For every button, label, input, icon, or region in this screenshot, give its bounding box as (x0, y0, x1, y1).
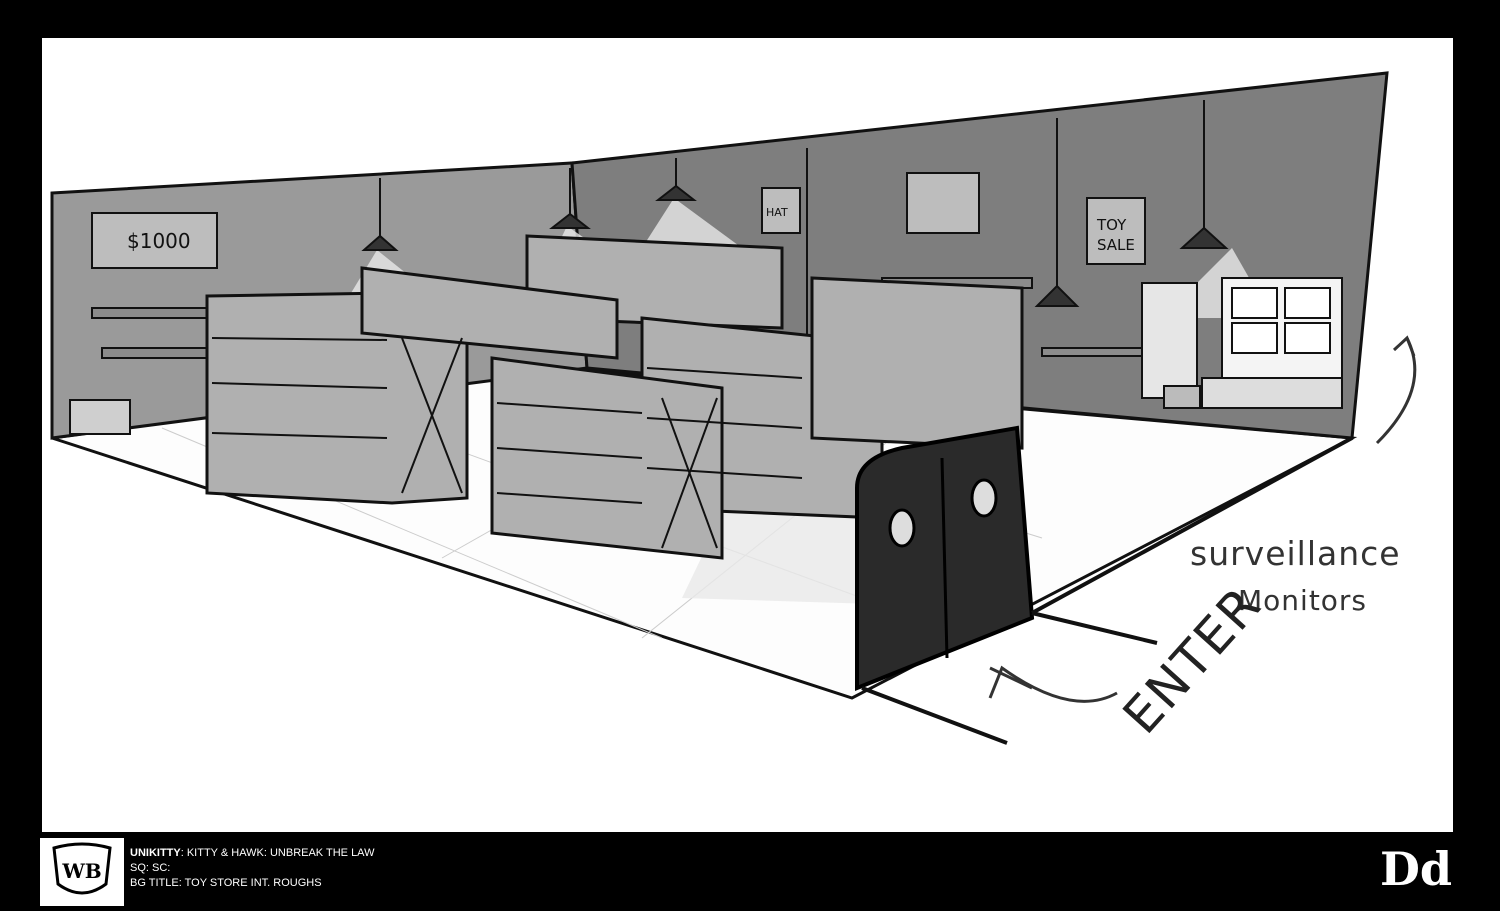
toy-sale-line1: TOY (1096, 216, 1127, 234)
toy-sale-line2: SALE (1097, 236, 1135, 254)
surveillance-note: surveillance (1190, 534, 1401, 573)
sketch-canvas: $1000 TOY SALE HAT (42, 38, 1453, 832)
wall-posters (91, 172, 1146, 269)
sketch-arrows (988, 335, 1417, 703)
price-sign-text: $1000 (127, 229, 191, 253)
threshold-lines (861, 436, 1353, 745)
studio-logo: WB (40, 838, 124, 906)
floor-box (69, 399, 131, 435)
entrance-doors (855, 425, 1035, 691)
shield-logo-icon: WB (52, 842, 112, 895)
monitors-note: Monitors (1238, 584, 1368, 617)
shelving-units (205, 234, 1024, 560)
bg-title: BG TITLE: TOY STORE INT. ROUGHS (130, 877, 322, 889)
sequence-scene: SQ: SC: (130, 862, 171, 874)
credits-block: UNIKITTY: KITTY & HAWK: UNBREAK THE LAW … (130, 846, 375, 891)
logo-text: WB (61, 859, 101, 883)
toy-store-sketch: $1000 TOY SALE HAT (50, 71, 1417, 745)
episode-title: : KITTY & HAWK: UNBREAK THE LAW (180, 847, 375, 859)
footer-bar (0, 832, 1500, 906)
artist-signature: Dd (1379, 842, 1452, 896)
hat-sign-text: HAT (766, 206, 788, 219)
surveillance-station (1141, 277, 1343, 409)
show-title: UNIKITTY (130, 847, 181, 859)
production-title: UNIKITTY: KITTY & HAWK: UNBREAK THE LAW (130, 846, 375, 861)
shelf-lines (211, 337, 803, 549)
